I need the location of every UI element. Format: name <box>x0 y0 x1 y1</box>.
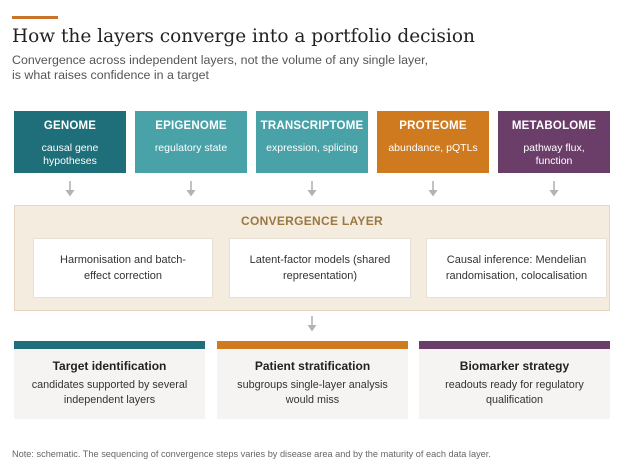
method-label: Causal inference: Mendelian randomisatio… <box>445 254 588 282</box>
layer-box-metabolome: METABOLOME pathway flux, function <box>498 111 610 173</box>
layer-name: EPIGENOME <box>155 120 227 132</box>
page-title: How the layers converge into a portfolio… <box>12 26 475 47</box>
layer-name: METABOLOME <box>511 120 597 132</box>
outcome-desc: subgroups single-layer analysis would mi… <box>237 379 388 406</box>
convergence-panel: CONVERGENCE LAYER Harmonisation and batc… <box>14 205 610 311</box>
down-arrow-icon <box>549 181 559 197</box>
layer-box-proteome: PROTEOME abundance, pQTLs <box>377 111 489 173</box>
method-box-latent-factor: Latent-factor models (shared representat… <box>229 238 411 298</box>
footnote: Note: schematic. The sequencing of conve… <box>12 449 491 459</box>
layer-name: PROTEOME <box>399 120 467 132</box>
down-arrow-icon <box>65 181 75 197</box>
outcome-card-target-identification: Target identification candidates support… <box>14 341 205 419</box>
outcome-card-biomarker-strategy: Biomarker strategy readouts ready for re… <box>419 341 610 419</box>
outcome-card-patient-stratification: Patient stratification subgroups single-… <box>217 341 408 419</box>
method-label: Harmonisation and batch-effect correctio… <box>60 254 186 282</box>
layer-box-transcriptome: TRANSCRIPTOME expression, splicing <box>256 111 368 173</box>
layer-box-genome: GENOME causal gene hypotheses <box>14 111 126 173</box>
layer-name: GENOME <box>43 120 97 132</box>
method-box-harmonisation: Harmonisation and batch-effect correctio… <box>33 238 213 298</box>
layer-desc: causal gene hypotheses <box>41 142 99 167</box>
convergence-title: CONVERGENCE LAYER <box>240 214 384 228</box>
outcome-color-bar <box>419 341 610 349</box>
down-arrow-icon <box>307 181 317 197</box>
page-subtitle: Convergence across independent layers, n… <box>12 53 429 82</box>
outcome-desc: candidates supported by several independ… <box>31 379 188 406</box>
layer-desc: pathway flux, function <box>523 142 585 167</box>
outcome-title: Target identification <box>52 359 167 373</box>
layer-desc: abundance, pQTLs <box>388 142 478 154</box>
outcome-title: Biomarker strategy <box>459 359 570 373</box>
outcome-desc: readouts ready for regulatory qualificat… <box>445 379 584 406</box>
down-arrow-icon <box>186 181 196 197</box>
layer-desc: expression, splicing <box>266 142 358 154</box>
outcome-title: Patient stratification <box>254 359 371 373</box>
down-arrow-icon <box>428 181 438 197</box>
method-box-causal-inference: Causal inference: Mendelian randomisatio… <box>426 238 607 298</box>
layer-name: TRANSCRIPTOME <box>260 120 364 132</box>
method-label: Latent-factor models (shared representat… <box>249 254 391 282</box>
down-arrow-icon <box>307 316 317 332</box>
accent-rule <box>12 16 58 19</box>
outcome-color-bar <box>14 341 205 349</box>
layer-desc: regulatory state <box>154 142 228 154</box>
layer-box-epigenome: EPIGENOME regulatory state <box>135 111 247 173</box>
outcome-color-bar <box>217 341 408 349</box>
